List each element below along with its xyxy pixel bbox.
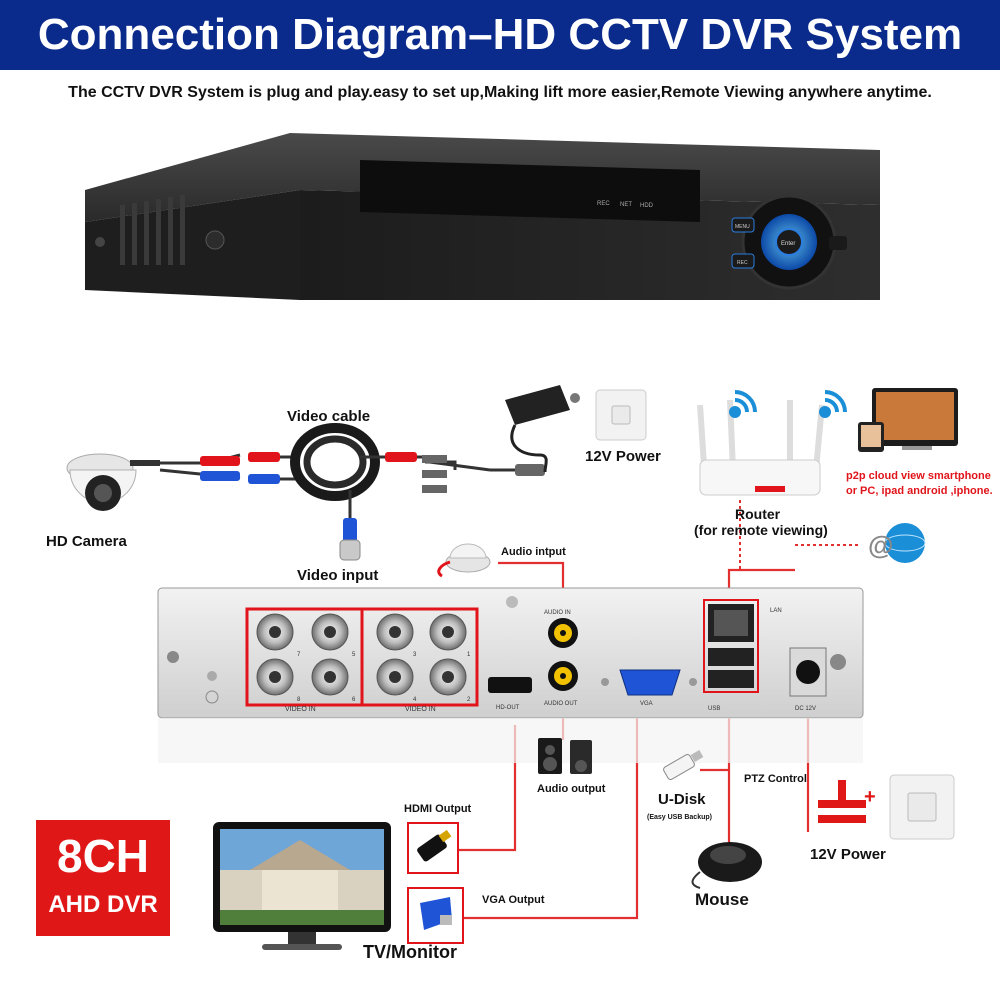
rec-indicator: REC: [597, 201, 610, 207]
p2p-label-line1: p2p cloud view smartphone: [846, 470, 991, 482]
tv-monitor-label: TV/Monitor: [363, 942, 457, 962]
audio-input-label: Audio intput: [501, 546, 566, 558]
svg-text:@: @: [868, 530, 893, 560]
vga-port: [619, 669, 681, 696]
channel-badge: [36, 820, 170, 936]
usb-port: [708, 648, 754, 666]
net-indicator: NET: [620, 202, 632, 208]
title-bar: [0, 0, 1000, 70]
router-label: Router: [735, 506, 781, 522]
hd-camera-label: HD Camera: [46, 533, 127, 550]
menu-button-label: MENU: [735, 224, 750, 230]
router-sub-label: (for remote viewing): [694, 522, 828, 538]
udisk-label: U-Disk: [658, 791, 706, 808]
vga-connector-icon: [407, 887, 464, 944]
usb-port: [708, 670, 754, 688]
video-in-label: VIDEO IN: [405, 706, 436, 713]
vga-port-label: VGA: [640, 701, 653, 707]
rec-button-label: REC: [737, 260, 748, 266]
hdmi-port: [488, 677, 532, 693]
hdd-indicator: HDD: [640, 203, 654, 209]
mouse-label: Mouse: [695, 890, 749, 909]
hdmi-connector-icon: [407, 822, 459, 874]
vga-output-label: VGA Output: [482, 894, 545, 906]
hdmi-output-label: HDMI Output: [404, 803, 472, 815]
dc-port-label: DC 12V: [795, 706, 816, 712]
mouse-icon: [691, 842, 762, 889]
page-title: Connection Diagram–HD CCTV DVR System: [37, 10, 963, 59]
enter-button-label: Enter: [781, 241, 795, 247]
hd-camera: [66, 453, 160, 511]
power-adapter: [505, 385, 580, 473]
internet-icon: @: [868, 523, 926, 563]
power-bottom-label: 12V Power: [810, 846, 886, 863]
video-input-label: Video input: [297, 567, 379, 584]
lan-port-label: LAN: [770, 608, 782, 614]
p2p-label-line2: or PC, ipad android ,iphone.: [846, 485, 993, 497]
ptz-control-label: PTZ Control: [744, 773, 807, 785]
wall-outlet-bottom: [889, 774, 955, 840]
bnc-port-group: [256, 613, 467, 696]
dvr-front-unit: REC NET HDD Enter MENU REC: [85, 133, 880, 300]
wifi-icon: [729, 390, 847, 418]
power-top-label: 12V Power: [585, 448, 661, 465]
hd-out-port-label: HD-OUT: [496, 705, 520, 711]
port-number: 1: [467, 652, 471, 658]
audio-out-port-label: AUDIO OUT: [544, 701, 578, 707]
port-number: 4: [413, 697, 417, 703]
port-number: 7: [297, 652, 301, 658]
tv-monitor-icon: [213, 822, 391, 950]
audio-in-port-label: AUDIO IN: [544, 610, 571, 616]
port-number: 6: [352, 697, 356, 703]
port-number: 5: [352, 652, 356, 658]
udisk-sub-label: (Easy USB Backup): [647, 814, 712, 821]
page-subtitle: The CCTV DVR System is plug and play.eas…: [68, 84, 932, 101]
usb-drive-icon: [663, 750, 704, 780]
port-number: 3: [413, 652, 417, 658]
vent-grille: [120, 195, 185, 265]
svg-text:+: +: [864, 786, 876, 808]
dvr-rear-panel: 7 5 8 6 3 1 4 2 VIDEO IN VIDEO IN AUDIO …: [157, 587, 864, 763]
power-plus-minus-icon: +: [818, 780, 876, 823]
video-cable: [159, 423, 545, 561]
video-in-label: VIDEO IN: [285, 706, 316, 713]
devices-icon: [858, 388, 958, 452]
badge-type: AHD DVR: [48, 891, 158, 918]
port-number: 8: [297, 697, 301, 703]
microphone-icon: [437, 543, 491, 578]
badge-channels: 8CH: [56, 830, 150, 882]
speaker-icon: [538, 738, 592, 774]
usb-port-label: USB: [708, 706, 720, 712]
video-cable-label: Video cable: [287, 408, 371, 425]
router: [697, 399, 825, 496]
wall-outlet-top: [595, 389, 647, 441]
audio-output-label: Audio output: [537, 783, 606, 795]
port-number: 2: [467, 697, 471, 703]
